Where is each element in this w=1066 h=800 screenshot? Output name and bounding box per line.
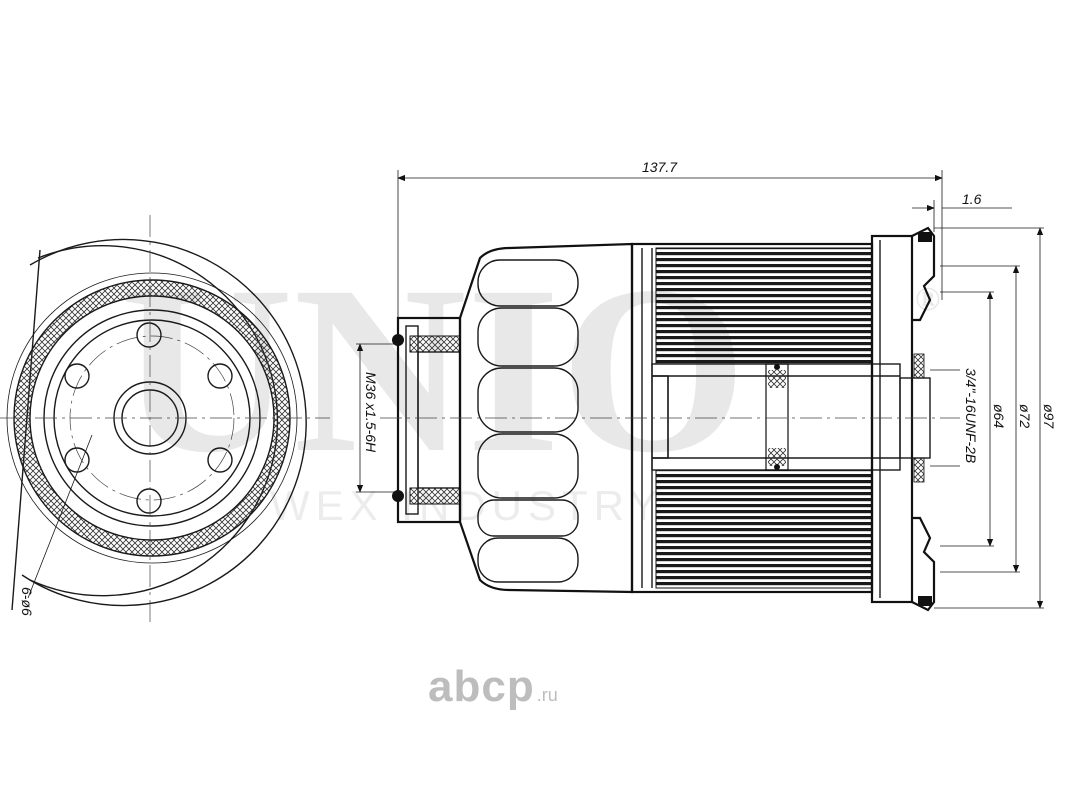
hole-1 (136, 322, 162, 348)
dim-gasket-diameter: ø72 (1017, 404, 1033, 428)
housing-lobes (477, 259, 579, 583)
logo-tld: .ru (536, 685, 558, 705)
dim-thread: M36 x1.5-6H (363, 372, 379, 453)
neck-seal-top (409, 335, 461, 353)
dimensions: 137.7 1.6 M36 x1.5-6H 3/4"-16UNF-2B ø64 … (356, 159, 1057, 609)
end-cap (870, 234, 914, 604)
gasket-top-dark (918, 232, 932, 242)
hole-4 (136, 488, 162, 514)
media-top (655, 247, 873, 365)
media-bottom (655, 469, 873, 589)
gasket-bottom (911, 516, 936, 612)
dim-overall-length: 137.7 (642, 159, 678, 175)
hole-3 (207, 447, 233, 473)
hole-6 (64, 363, 90, 389)
center-seal-bottom (768, 448, 786, 466)
hole-2 (207, 363, 233, 389)
hole-leader (27, 434, 93, 599)
dim-offset: 1.6 (962, 191, 982, 207)
watermark-subline: WEX INDUSTRY (270, 482, 663, 529)
center-seal-top (768, 370, 786, 388)
section-view (380, 226, 960, 612)
neck-oring-top (392, 334, 404, 346)
dim-thread-unf: 3/4"-16UNF-2B (963, 368, 979, 463)
dim-hole-pattern: 6-ø6 (19, 587, 35, 616)
abcp-logo: abcp .ru (428, 662, 558, 714)
neck-seal-bottom (409, 487, 461, 505)
end-view: 6-ø6 (0, 215, 330, 622)
dim-outer-diameter: ø97 (1041, 404, 1057, 429)
gasket-top (911, 226, 936, 322)
neck-oring-bottom (392, 490, 404, 502)
logo-name: abcp (428, 662, 535, 711)
watermark-brand: UNIO (120, 236, 747, 502)
watermark-registered: ® (915, 281, 940, 318)
gasket-bottom-dark (918, 596, 932, 606)
dim-inner-diameter: ø64 (991, 404, 1007, 428)
hole-5 (64, 447, 90, 473)
end-view-outer-circle (21, 238, 307, 607)
